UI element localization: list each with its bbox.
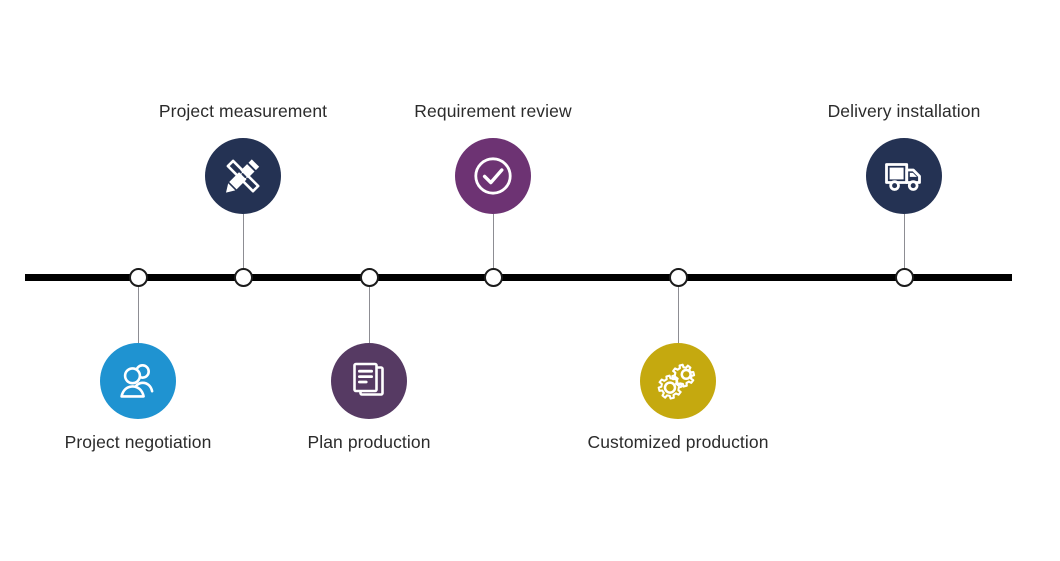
milestone-label-requirement-review: Requirement review	[414, 101, 572, 121]
milestone-bubble-plan-production[interactable]	[331, 343, 407, 419]
check-circle-icon	[469, 152, 517, 200]
milestone-bubble-requirement-review[interactable]	[455, 138, 531, 214]
timeline-node-5[interactable]	[668, 268, 688, 287]
milestone-bubble-delivery-installation[interactable]	[866, 138, 942, 214]
connector-stem-project-negotiation	[138, 283, 139, 343]
connector-stem-delivery-installation	[904, 214, 905, 276]
connector-stem-customized-production	[678, 283, 679, 343]
timeline-axis	[25, 274, 1012, 281]
timeline-node-3[interactable]	[359, 268, 379, 287]
milestone-label-delivery-installation: Delivery installation	[827, 101, 981, 121]
milestone-bubble-project-measurement[interactable]	[205, 138, 281, 214]
gears-icon	[655, 358, 701, 404]
documents-icon	[348, 360, 390, 402]
timeline-node-4[interactable]	[483, 268, 503, 287]
milestone-label-customized-production: Customized production	[587, 432, 769, 452]
milestone-bubble-project-negotiation[interactable]	[100, 343, 176, 419]
users-icon	[115, 358, 161, 404]
truck-icon	[881, 153, 927, 199]
milestone-label-project-negotiation: Project negotiation	[64, 432, 212, 452]
pencil-ruler-icon	[221, 154, 265, 198]
milestone-label-plan-production: Plan production	[307, 432, 431, 452]
connector-stem-project-measurement	[243, 214, 244, 276]
timeline-node-2[interactable]	[233, 268, 253, 287]
milestone-bubble-customized-production[interactable]	[640, 343, 716, 419]
milestone-label-project-measurement: Project measurement	[158, 101, 328, 121]
timeline-node-1[interactable]	[128, 268, 148, 287]
connector-stem-requirement-review	[493, 214, 494, 276]
connector-stem-plan-production	[369, 283, 370, 343]
timeline-node-6[interactable]	[894, 268, 914, 287]
